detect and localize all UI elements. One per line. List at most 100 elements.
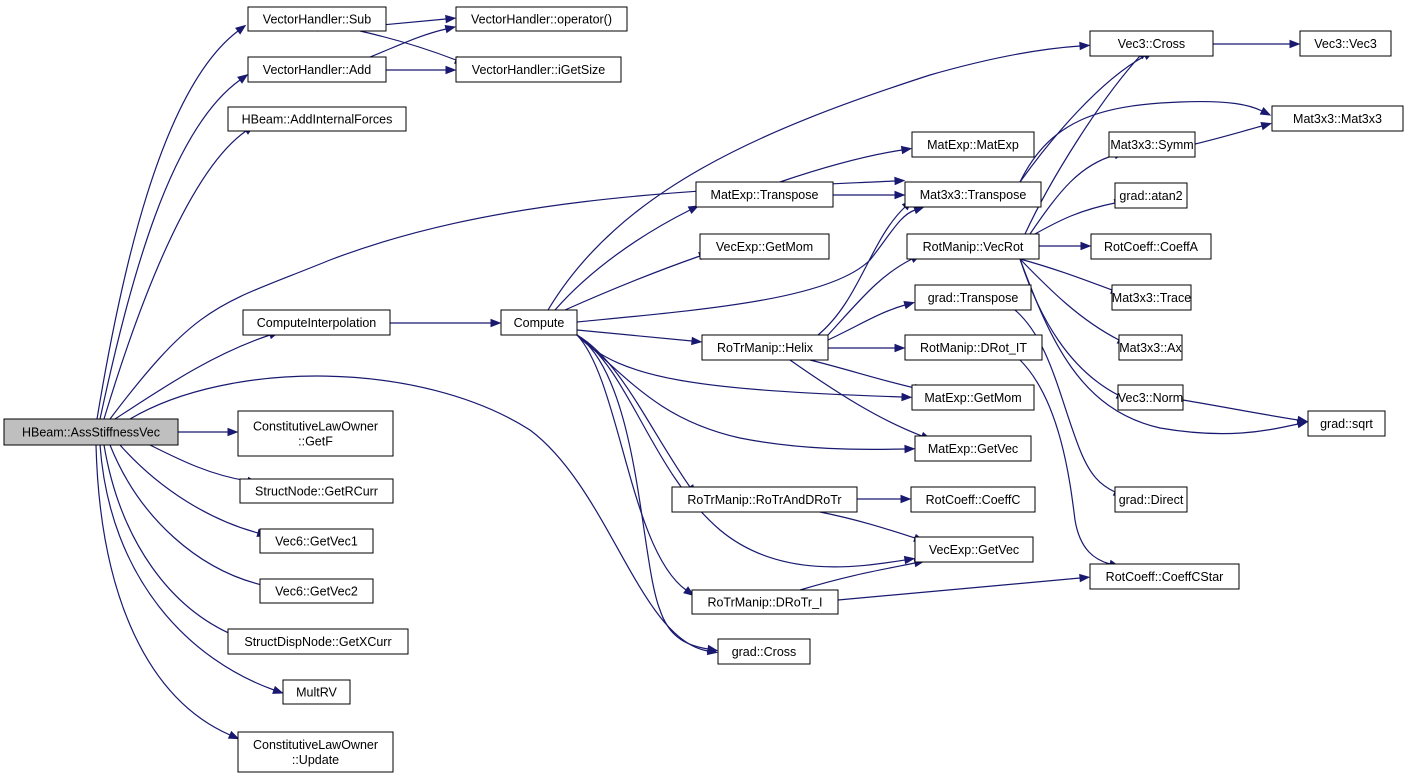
- node-v3Vec3[interactable]: Vec3::Vec3: [1299, 30, 1392, 57]
- edge-line: [817, 206, 906, 336]
- node-vhSub[interactable]: VectorHandler::Sub: [247, 6, 387, 32]
- node-claGetF[interactable]: ConstitutiveLawOwner::GetF: [237, 410, 394, 457]
- node-box: [1307, 410, 1386, 437]
- node-label: Vec3::Cross: [1118, 37, 1185, 51]
- node-label: MatExp::GetVec: [928, 442, 1018, 456]
- node-compInt[interactable]: ComputeInterpolation: [242, 309, 391, 336]
- node-box: [691, 589, 839, 615]
- node-gAtan2[interactable]: grad::atan2: [1114, 182, 1188, 209]
- node-claUpdate[interactable]: ConstitutiveLawOwner::Update: [237, 731, 394, 773]
- node-m3Trans[interactable]: Mat3x3::Transpose: [904, 181, 1042, 208]
- node-rcCoeffC[interactable]: RotCoeff::CoeffC: [910, 486, 1036, 513]
- node-label: RoTrManip::RoTrAndDRoTr: [687, 493, 841, 507]
- call-edge: [1019, 51, 1155, 183]
- node-label: StructDispNode::GetXCurr: [244, 635, 391, 649]
- node-sdnXCurr[interactable]: StructDispNode::GetXCurr: [227, 628, 409, 655]
- node-box: [1089, 563, 1240, 590]
- call-edge: [828, 343, 906, 353]
- node-rcCStar[interactable]: RotCoeff::CoeffCStar: [1089, 563, 1240, 590]
- edge-line: [99, 79, 241, 420]
- edge-line: [1182, 399, 1299, 421]
- arrowhead-icon: [683, 586, 695, 597]
- node-veGetVec[interactable]: VecExp::GetVec: [914, 536, 1034, 563]
- node-meMatExp[interactable]: MatExp::MatExp: [911, 131, 1035, 158]
- node-label: Mat3x3::Ax: [1119, 341, 1182, 355]
- node-meTrans[interactable]: MatExp::Transpose: [695, 181, 834, 208]
- node-v6GetVec1[interactable]: Vec6::GetVec1: [259, 528, 374, 554]
- node-box: [914, 284, 1032, 311]
- edge-line: [359, 30, 457, 61]
- edge-line: [799, 562, 916, 591]
- edge-line: [1019, 359, 1111, 565]
- node-v3Norm[interactable]: Vec3::Norm: [1117, 384, 1184, 411]
- node-compute[interactable]: Compute: [500, 309, 578, 336]
- node-gCross[interactable]: grad::Cross: [717, 638, 811, 665]
- node-vhOp[interactable]: VectorHandler::operator(): [455, 6, 628, 32]
- edge-line: [827, 304, 906, 341]
- node-box: [1117, 384, 1184, 411]
- node-box: [1271, 105, 1404, 132]
- node-box: [906, 233, 1040, 260]
- node-rtRoTr[interactable]: RoTrManip::RoTrAndDRoTr: [671, 486, 858, 513]
- node-meGetMom[interactable]: MatExp::GetMom: [911, 384, 1035, 411]
- edge-line: [119, 444, 259, 534]
- edge-line: [809, 359, 916, 389]
- edge-line: [547, 45, 1081, 311]
- node-rmDRotIT[interactable]: RotManip::DRot_IT: [904, 334, 1043, 361]
- node-box: [910, 486, 1036, 513]
- node-rcCoeffA[interactable]: RotCoeff::CoeffA: [1090, 233, 1212, 260]
- node-gSqrt[interactable]: grad::sqrt: [1307, 410, 1386, 437]
- arrowhead-icon: [1080, 241, 1092, 251]
- node-m3Ax[interactable]: Mat3x3::Ax: [1118, 334, 1183, 361]
- call-edge: [576, 334, 916, 454]
- call-edge: [1019, 258, 1128, 400]
- node-multRV[interactable]: MultRV: [282, 679, 351, 705]
- arrowhead-icon: [227, 427, 239, 437]
- node-meGetVec[interactable]: MatExp::GetVec: [914, 435, 1032, 462]
- call-edge: [857, 494, 912, 504]
- node-label: Mat3x3::Transpose: [920, 188, 1027, 202]
- node-vhAdd[interactable]: VectorHandler::Add: [247, 56, 387, 83]
- node-m3Trace[interactable]: Mat3x3::Trace: [1111, 284, 1192, 311]
- node-box: [911, 384, 1035, 411]
- edge-line: [129, 375, 709, 652]
- node-v6GetVec2[interactable]: Vec6::GetVec2: [259, 578, 374, 604]
- node-m3Symm[interactable]: Mat3x3::Symm: [1108, 131, 1196, 158]
- node-veGetMom[interactable]: VecExp::GetMom: [699, 233, 830, 260]
- edge-line: [1019, 258, 1299, 435]
- node-rmVecRot[interactable]: RotManip::VecRot: [906, 233, 1040, 260]
- node-gDirect[interactable]: grad::Direct: [1114, 486, 1188, 513]
- node-snRCurr[interactable]: StructNode::GetRCurr: [239, 478, 394, 504]
- node-rtHelix[interactable]: RoTrManip::Helix: [701, 334, 829, 361]
- node-box: [1299, 30, 1392, 57]
- call-edge: [837, 573, 1091, 601]
- arrowhead-icon: [1079, 573, 1091, 583]
- edge-line: [96, 30, 239, 420]
- node-hbAdd[interactable]: HBeam::AddInternalForces: [227, 106, 407, 132]
- node-label: RotManip::VecRot: [923, 240, 1024, 254]
- node-label: Mat3x3::Trace: [1112, 291, 1191, 305]
- call-edge: [114, 331, 280, 420]
- node-box: [242, 309, 391, 336]
- node-rtDRoTr[interactable]: RoTrManip::DRoTr_I: [691, 589, 839, 615]
- arrowhead-icon: [445, 14, 457, 24]
- arrowhead-icon: [913, 206, 925, 215]
- node-root[interactable]: HBeam::AssStiffnessVec: [3, 418, 179, 446]
- node-label: RoTrManip::DRoTr_I: [707, 596, 822, 610]
- edge-line: [114, 334, 271, 420]
- arrowhead-icon: [903, 301, 915, 310]
- edge-line: [1019, 100, 1263, 183]
- arrowhead-icon: [894, 176, 906, 186]
- call-edge: [1029, 151, 1125, 235]
- edge-line: [109, 444, 263, 586]
- node-vhSize[interactable]: VectorHandler::iGetSize: [455, 56, 622, 83]
- node-m3Mat3x3[interactable]: Mat3x3::Mat3x3: [1271, 105, 1404, 132]
- call-edge: [1019, 359, 1121, 568]
- node-box: [247, 6, 387, 32]
- node-label: MatExp::GetMom: [924, 391, 1021, 405]
- arrowhead-icon: [490, 318, 502, 328]
- node-gTrans[interactable]: grad::Transpose: [914, 284, 1032, 311]
- node-label: Vec3::Vec3: [1314, 37, 1377, 51]
- node-v3Cross[interactable]: Vec3::Cross: [1089, 30, 1214, 57]
- node-box: [904, 334, 1043, 361]
